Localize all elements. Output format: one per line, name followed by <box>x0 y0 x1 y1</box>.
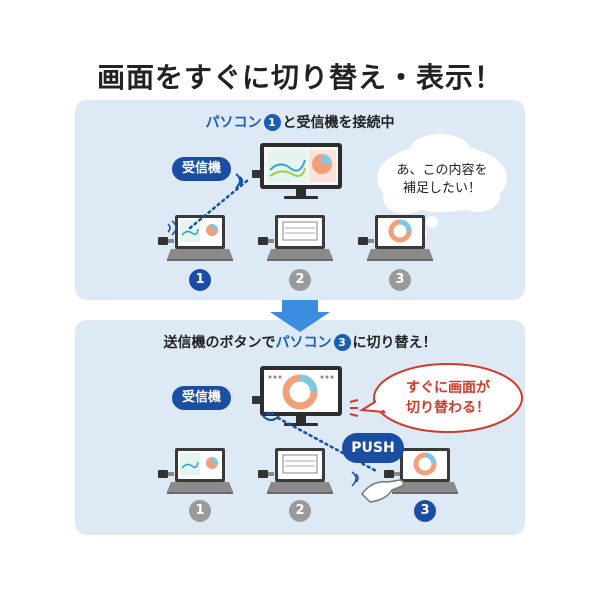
laptop-number-2-3: 3 <box>414 500 436 522</box>
laptop-2 <box>258 215 333 261</box>
heading-number-badge: 3 <box>333 334 351 351</box>
heading-pre: 送信機のボタンで <box>163 335 276 351</box>
speech-bubble <box>349 363 523 433</box>
thought-bubble <box>377 134 507 238</box>
hand-icon <box>351 471 405 503</box>
speech-bubble-text: すぐに画面が 切り替わる！ <box>392 378 504 418</box>
laptop-2-1 <box>158 448 233 494</box>
push-button[interactable]: PUSH <box>342 433 404 463</box>
laptop-number-1: 1 <box>189 269 211 291</box>
monitor-1 <box>235 143 342 199</box>
laptop-1 <box>158 215 233 261</box>
laptop-2-2 <box>258 448 333 494</box>
heading-rest: と受信機を接続中 <box>282 115 395 131</box>
monitor-2 <box>252 366 342 426</box>
heading-number-badge: 1 <box>263 114 281 131</box>
laptop-number-2: 2 <box>289 269 311 291</box>
wireless-link-2 <box>276 416 380 474</box>
down-arrow-icon <box>270 300 330 332</box>
page-title: 画面をすぐに切り替え・表示！ <box>96 61 503 94</box>
thought-line-2: 補足したい！ <box>402 181 481 196</box>
thought-bubble-text: あ、この内容を 補足したい！ <box>380 162 504 198</box>
laptop-2-3 <box>384 448 458 494</box>
heading-rest: に切り替え！ <box>352 335 437 351</box>
heading-pc-label: パソコン <box>205 115 262 131</box>
receiver-label-2: 受信機 <box>172 386 232 410</box>
wireless-link-1 <box>188 178 250 230</box>
heading-pc-label: パソコン <box>275 335 332 351</box>
laptop-number-3: 3 <box>389 269 411 291</box>
laptop-number-2-2: 2 <box>289 500 311 522</box>
laptop-3 <box>358 215 433 261</box>
speech-line-1: すぐに画面が <box>406 380 490 396</box>
laptop-number-2-1: 1 <box>189 500 211 522</box>
receiver-label-1: 受信機 <box>172 157 232 181</box>
thought-line-1: あ、この内容を <box>396 163 488 178</box>
speech-line-2: 切り替わる！ <box>406 400 490 416</box>
